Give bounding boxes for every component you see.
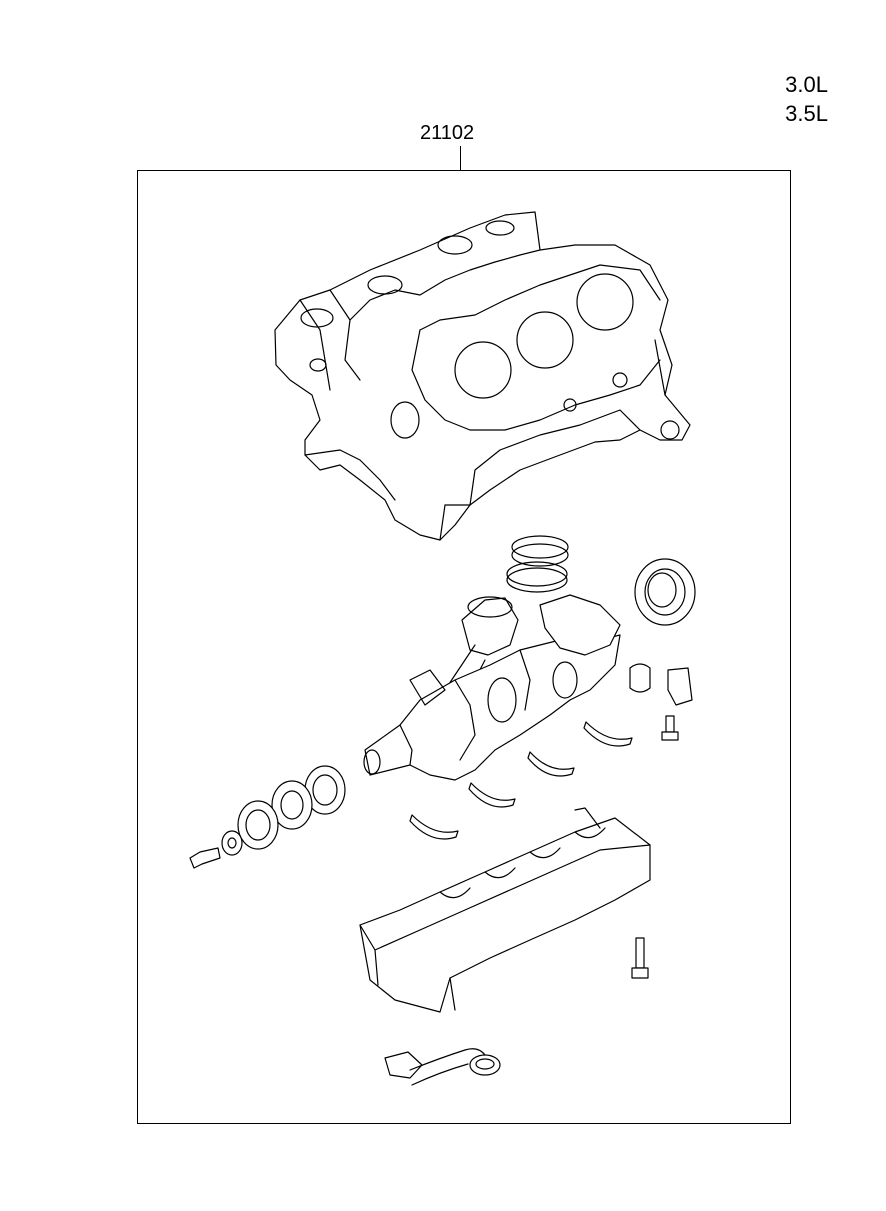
piston-rings[interactable] [506,535,569,593]
assembly-part-number[interactable]: 21102 [420,122,475,144]
main-bearings[interactable] [409,721,633,840]
crankshaft[interactable] [363,594,621,781]
crankshaft-bolt[interactable] [189,847,221,869]
crankshaft-rear-seal[interactable] [634,558,696,626]
ladder-frame-bearing-cap[interactable] [359,807,651,1013]
engine-variant-3-0l: 3.0L [785,72,828,97]
engine-variant-3-5l: 3.5L [785,101,828,126]
washer[interactable] [221,830,243,856]
crankshaft-sprocket[interactable] [237,765,346,850]
engine-block[interactable] [274,211,691,541]
assembly-frame [137,170,791,1124]
callout-leader-line [460,146,461,170]
oil-pickup-tube[interactable] [384,1048,501,1086]
bearing-cap-bolt[interactable] [631,715,679,979]
thrust-washer[interactable] [629,663,693,706]
